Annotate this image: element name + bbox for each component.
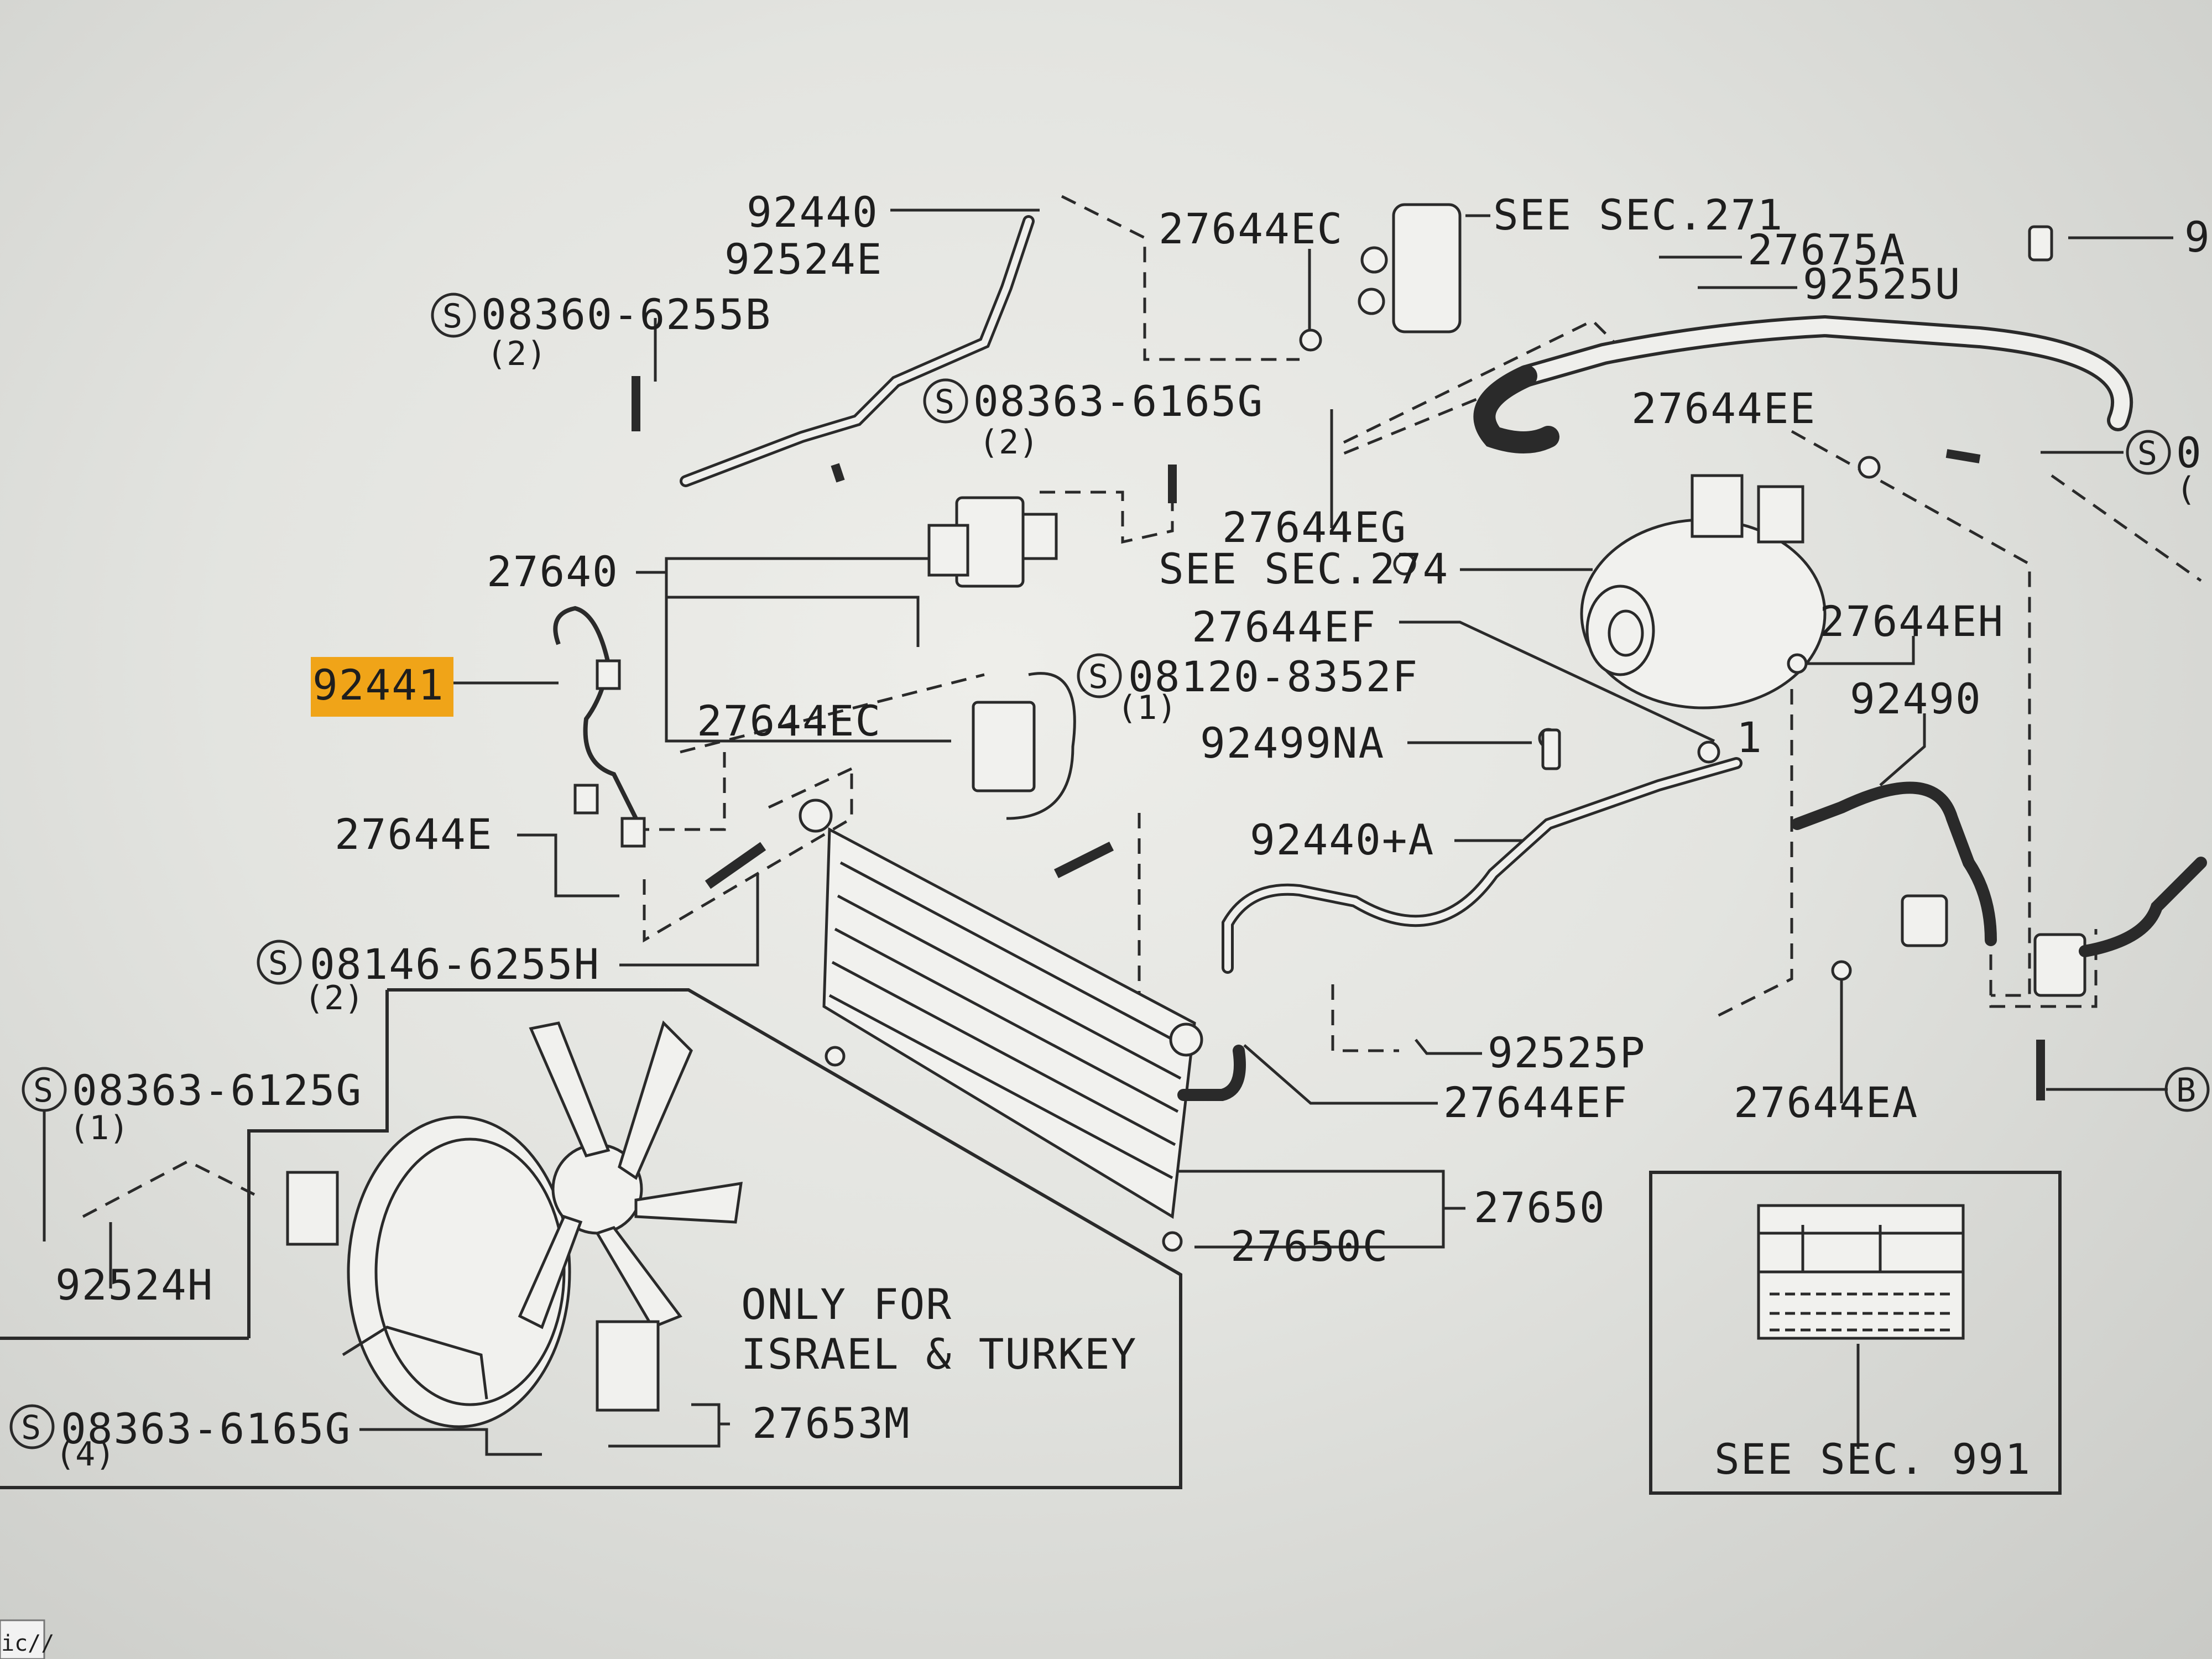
expansion-valve-block xyxy=(1299,203,1462,352)
label-edge-08: 0 xyxy=(2176,428,2203,477)
label-92440A: 92440+A xyxy=(1250,815,1434,864)
corner-window-fragment xyxy=(0,1619,45,1659)
qty-edge: ( xyxy=(2176,470,2196,509)
s-mark-edge: S xyxy=(2137,434,2157,473)
highlight-92441 xyxy=(311,657,453,717)
label-27644EC-mid: 27644EC xyxy=(697,696,881,745)
label-92441: 92441 xyxy=(312,660,445,709)
label-see-sec-991: SEE SEC. 991 xyxy=(1714,1434,2031,1484)
condenser xyxy=(799,799,1203,1252)
label-see-sec-274: SEE SEC.274 xyxy=(1159,544,1449,593)
label-edge-9: 9 xyxy=(2184,212,2211,262)
label-27644E: 27644E xyxy=(335,810,493,859)
label-92525U: 92525U xyxy=(1803,259,1961,309)
label-27675A: 27675A xyxy=(1747,225,1906,274)
part-labels: 92440 92524E 27644EC SEE SEC.271 27675A … xyxy=(55,187,2211,1484)
label-27650C: 27650C xyxy=(1230,1222,1389,1271)
label-92524E: 92524E xyxy=(724,234,883,284)
s-mark-08363-b: S xyxy=(21,1408,41,1447)
qty-08363-6165G-b: (4) xyxy=(55,1435,115,1474)
fan-motor-assembly xyxy=(286,1020,743,1428)
s-mark-08146: S xyxy=(268,944,288,983)
compressor-hose xyxy=(1473,315,2133,453)
label-08146-6255H: 08146-6255H xyxy=(310,940,600,989)
label-08363-6165G-a: 08363-6165G xyxy=(973,377,1264,426)
label-92524H: 92524H xyxy=(55,1260,214,1310)
harness-92441 xyxy=(553,606,646,848)
discharge-hose xyxy=(1791,781,2207,997)
qty-08146: (2) xyxy=(304,979,364,1018)
qty-08363-6165G-a: (2) xyxy=(979,423,1039,462)
label-08120-8352F: 08120-8352F xyxy=(1128,652,1418,701)
bolts xyxy=(632,225,2053,1100)
label-92525P: 92525P xyxy=(1488,1028,1646,1077)
label-27644EF-b: 27644EF xyxy=(1443,1078,1628,1127)
label-27650: 27650 xyxy=(1474,1183,1606,1232)
qty-08363-6125G: (1) xyxy=(69,1109,129,1147)
s-markers: S S S S S S S B xyxy=(9,293,2210,1449)
leader-lines xyxy=(43,208,2173,1456)
label-27644EA: 27644EA xyxy=(1734,1078,1918,1127)
label-27644EF-a: 27644EF xyxy=(1192,602,1376,651)
label-92440: 92440 xyxy=(747,187,879,237)
label-see-sec-271: SEE SEC.271 xyxy=(1493,190,1783,239)
qty-08120: (1) xyxy=(1117,688,1177,727)
label-08363-6125G: 08363-6125G xyxy=(72,1066,362,1115)
label-27644EC-top: 27644EC xyxy=(1159,204,1343,253)
label-27644EH: 27644EH xyxy=(1819,597,2004,646)
label-08360-6255B: 08360-6255B xyxy=(481,290,771,339)
label-1: 1 xyxy=(1736,713,1763,762)
s-mark-08360: S xyxy=(442,297,462,336)
b-marker-label: B xyxy=(2176,1071,2196,1110)
refrigerant-pipe-upper xyxy=(680,215,1035,487)
s-mark-08363-6125G: S xyxy=(33,1071,53,1110)
label-27640: 27640 xyxy=(487,547,619,596)
label-92490: 92490 xyxy=(1850,674,1982,723)
label-27644EG: 27644EG xyxy=(1222,503,1407,552)
s-mark-08363-a: S xyxy=(935,383,954,421)
label-27653M: 27653M xyxy=(752,1399,911,1448)
label-27644EE: 27644EE xyxy=(1631,384,1816,433)
label-92499NA: 92499NA xyxy=(1200,718,1385,768)
label-08363-6165G-b: 08363-6165G xyxy=(61,1404,351,1453)
s-mark-08120: S xyxy=(1088,658,1108,696)
liquid-tank-bracket xyxy=(927,496,1076,820)
corner-text: ic// xyxy=(1,1631,54,1656)
compressor xyxy=(1580,474,1827,709)
note-only-for: ONLY FOR xyxy=(741,1280,952,1329)
condenser-pipe xyxy=(1177,757,1743,1101)
note-israel-turkey: ISRAEL & TURKEY xyxy=(741,1329,1137,1379)
section-boxes xyxy=(0,988,2062,1495)
qty-08360: (2) xyxy=(487,335,546,373)
